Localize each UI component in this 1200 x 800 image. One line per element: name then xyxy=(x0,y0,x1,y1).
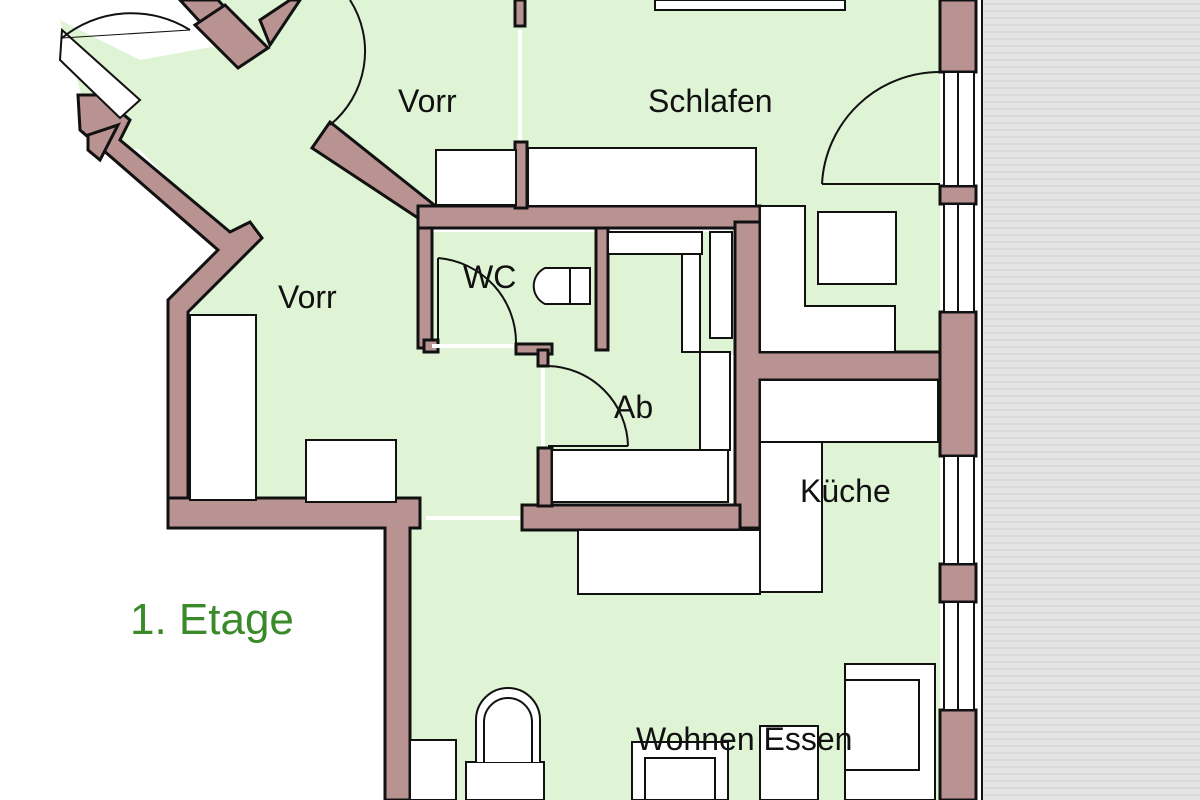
windows xyxy=(943,71,975,711)
toilet xyxy=(532,267,591,305)
kitchen-island xyxy=(577,529,761,595)
kitchen-counter-right xyxy=(759,379,939,443)
wall-top-diagonal-3 xyxy=(258,0,302,49)
balcony-strip xyxy=(981,0,1200,800)
closet-left xyxy=(189,314,257,501)
door-wc xyxy=(437,257,518,345)
wall-left-stub xyxy=(86,122,122,163)
door-swings xyxy=(329,0,941,447)
table-chair xyxy=(644,757,716,800)
wall-wc-right xyxy=(594,226,610,352)
cabinet-hall xyxy=(305,439,397,503)
hob xyxy=(817,211,897,285)
wardrobe-left xyxy=(435,149,517,206)
sofa-back xyxy=(844,679,920,771)
wall-hall-bottom xyxy=(166,496,422,800)
chair-arch xyxy=(475,687,541,762)
room-label-wohnen-essen: Wohnen Essen xyxy=(636,721,852,757)
wall-ab-bottom xyxy=(520,503,742,532)
kitchen-l-unit xyxy=(759,205,896,353)
room-label-wc: WC xyxy=(463,259,516,295)
wall-right-5 xyxy=(938,708,978,800)
living-cabinet-1 xyxy=(409,739,457,800)
room-label-ab: Ab xyxy=(614,389,653,425)
wall-top-post xyxy=(513,0,527,28)
door-ab xyxy=(547,365,629,447)
wall-wc-left xyxy=(416,226,434,350)
wall-ab-left-post xyxy=(536,446,554,508)
wall-right-4 xyxy=(938,562,978,604)
room-label-kueche: Küche xyxy=(800,473,891,509)
kitchen-counter-col xyxy=(759,441,823,593)
room-labels: Vorr Schlafen Vorr WC Ab Küche Wohnen Es… xyxy=(278,83,891,757)
room-label-vorr-left: Vorr xyxy=(278,279,337,315)
wall-top-diagonal-2 xyxy=(192,3,271,70)
wall-wc-stub-post xyxy=(536,348,550,368)
floor-left-hall xyxy=(60,20,545,505)
ab-cabinet xyxy=(608,253,701,353)
wall-right-1 xyxy=(938,0,978,74)
diagonal-window xyxy=(58,12,191,120)
wc-shelf xyxy=(607,231,703,255)
wardrobe-right xyxy=(527,147,757,207)
room-label-schlafen: Schlafen xyxy=(648,83,773,119)
furniture xyxy=(189,0,939,800)
openings xyxy=(426,30,545,520)
wall-right-3 xyxy=(938,310,978,458)
living-cabinet-2 xyxy=(465,761,545,800)
floor-label: 1. Etage xyxy=(130,595,294,644)
armchair xyxy=(759,725,819,800)
door-vorr-top xyxy=(329,0,367,126)
ab-column xyxy=(699,351,731,451)
ab-bench xyxy=(551,449,729,503)
wall-right-2 xyxy=(938,184,978,206)
bed-top xyxy=(654,0,846,11)
room-label-vorr-top: Vorr xyxy=(398,83,457,119)
wall-wc-stub xyxy=(514,342,554,356)
door-schlafen xyxy=(821,70,941,185)
wc-column xyxy=(709,231,733,339)
wall-schlafen-bottom xyxy=(416,204,762,230)
